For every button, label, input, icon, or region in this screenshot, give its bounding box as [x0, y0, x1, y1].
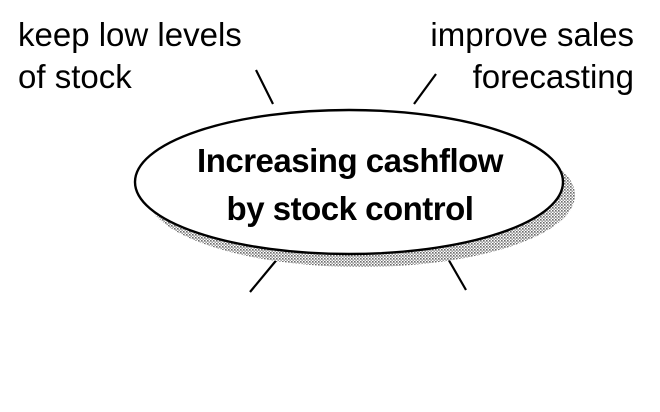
branch-label-line: keep low levels	[18, 16, 242, 53]
branch-label-improve-forecasting: improve sales forecasting	[430, 14, 634, 98]
branch-label-line: improve sales	[430, 16, 634, 53]
connector-line-bottom-left	[249, 256, 280, 293]
connector-line-bottom-right	[446, 256, 467, 291]
connector-line-top-right	[413, 73, 437, 105]
branch-label-keep-low-stock: keep low levels of stock	[18, 14, 242, 98]
branch-label-line: forecasting	[472, 58, 634, 95]
branch-label-line: of stock	[18, 58, 132, 95]
connector-line-top-left	[255, 69, 274, 105]
center-title: Increasing cashflow by stock control	[140, 137, 560, 233]
center-title-line: Increasing cashflow	[197, 142, 503, 179]
center-title-line: by stock control	[226, 190, 474, 227]
center-ellipse	[133, 108, 565, 256]
